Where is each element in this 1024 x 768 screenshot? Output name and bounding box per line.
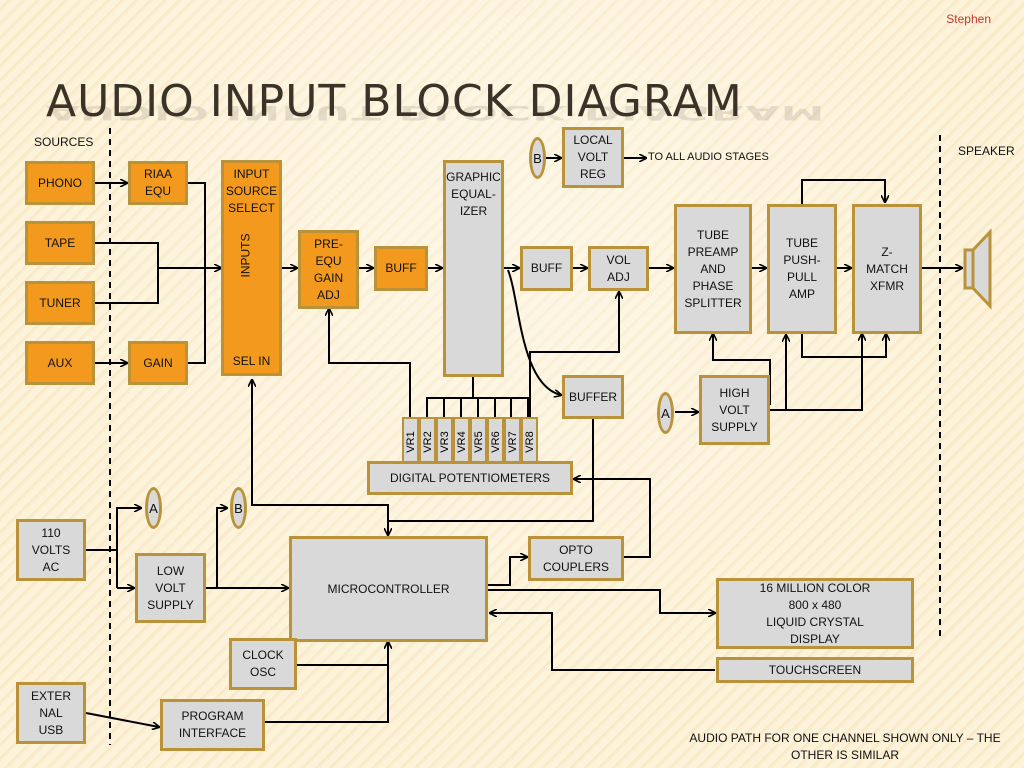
buffer-block: BUFFER — [562, 375, 624, 419]
vr7-pot: VR7 — [504, 417, 521, 467]
pre-equ-gain-block: PRE- EQU GAIN ADJ — [298, 230, 359, 309]
to-all-stages-label: TO ALL AUDIO STAGES — [648, 151, 769, 163]
vr3-pot: VR3 — [436, 417, 453, 467]
phono-source: PHONO — [25, 161, 95, 205]
vr1-pot: VR1 — [402, 417, 419, 467]
connector-b-low: B — [230, 487, 247, 529]
clock-osc-block: CLOCK OSC — [229, 638, 297, 690]
opto-couplers-block: OPTO COUPLERS — [528, 536, 624, 581]
graphic-equalizer-block: GRAPHIC EQUAL- IZER — [443, 160, 504, 377]
gain-block: GAIN — [128, 341, 188, 385]
vr2-pot: VR2 — [419, 417, 436, 467]
aux-source: AUX — [25, 341, 95, 385]
inputs-side-label: INPUTS — [238, 233, 253, 278]
high-volt-supply-block: HIGH VOLT SUPPLY — [699, 375, 770, 445]
tuner-source: TUNER — [25, 281, 95, 325]
buff-block-1: BUFF — [374, 246, 428, 291]
lcd-display-block: 16 MILLION COLOR 800 x 480 LIQUID CRYSTA… — [716, 578, 914, 649]
author-name: Stephen — [946, 12, 991, 26]
vol-adj-block: VOL ADJ — [588, 246, 649, 291]
low-volt-supply-block: LOW VOLT SUPPLY — [135, 553, 206, 623]
slide-title: AUDIO INPUT BLOCK DIAGRAM — [46, 76, 743, 127]
touchscreen-block: TOUCHSCREEN — [716, 657, 914, 683]
connector-b-top: B — [529, 137, 546, 179]
tube-push-pull-block: TUBE PUSH- PULL AMP — [767, 204, 837, 334]
microcontroller-block: MICROCONTROLLER — [289, 536, 488, 642]
speaker-label: SPEAKER — [958, 144, 1015, 158]
tape-source: TAPE — [25, 221, 95, 265]
vr8-pot: VR8 — [521, 417, 538, 467]
riaa-equ-block: RIAA EQU — [128, 161, 188, 205]
footnote: AUDIO PATH FOR ONE CHANNEL SHOWN ONLY – … — [689, 731, 1001, 762]
speaker-icon — [963, 228, 992, 310]
external-usb-block: EXTER NAL USB — [16, 682, 86, 744]
mains-110v-block: 110 VOLTS AC — [16, 519, 86, 581]
vr4-pot: VR4 — [453, 417, 470, 467]
sources-label: SOURCES — [34, 135, 94, 149]
z-match-xfmr-block: Z- MATCH XFMR — [852, 204, 922, 334]
local-volt-reg-block: LOCAL VOLT REG — [562, 127, 624, 188]
connector-a-low: A — [145, 487, 162, 529]
buff-block-2: BUFF — [520, 246, 573, 291]
vr5-pot: VR5 — [470, 417, 487, 467]
digital-potentiometers-block: DIGITAL POTENTIOMETERS — [367, 461, 573, 495]
program-interface-block: PROGRAM INTERFACE — [160, 699, 265, 751]
connector-a-right: A — [657, 392, 674, 434]
tube-preamp-block: TUBE PREAMP AND PHASE SPLITTER — [674, 204, 752, 334]
sel-in-label: SEL IN — [232, 354, 271, 368]
vr6-pot: VR6 — [487, 417, 504, 467]
input-source-select-block: INPUT SOURCE SELECT INPUTS SEL IN — [221, 160, 282, 376]
